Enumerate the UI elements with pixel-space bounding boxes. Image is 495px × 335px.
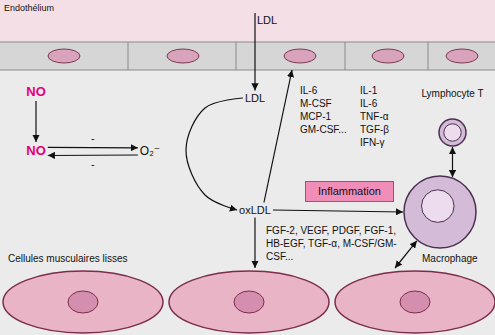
cytokine-label: M-CSF	[300, 97, 332, 110]
molecule-name: oxLDL	[239, 204, 271, 217]
nucleus	[446, 49, 478, 63]
cell-boundaries	[128, 42, 428, 70]
cell-boundary	[428, 42, 429, 70]
cell-outline	[403, 175, 477, 249]
cell-nucleus	[444, 124, 461, 141]
cytokine-label: TGF-β	[360, 123, 389, 136]
nucleus	[68, 291, 98, 313]
molecule-label: LDL	[253, 11, 257, 13]
endothelial-cell-row	[0, 42, 495, 70]
vessel-lumen	[0, 0, 495, 42]
cytokine-label: IFN-γ	[360, 136, 384, 149]
nucleus	[284, 49, 316, 63]
cell-boundary	[128, 42, 129, 70]
muscle-cell	[3, 271, 163, 333]
node-text: Cellules musculaires lisses	[8, 253, 127, 265]
molecule-label: LDL	[243, 91, 267, 106]
arrow-connector	[48, 154, 138, 156]
process-box: Inflammation	[305, 181, 394, 202]
cell-nucleus	[422, 190, 455, 223]
arrow-connector	[273, 210, 403, 212]
node-text: Endothélium	[4, 3, 54, 14]
inhibition-sign: -	[89, 133, 97, 144]
node-text: Macrophage	[422, 253, 478, 265]
molecule-name: LDL	[245, 92, 265, 105]
cytokine-label: IL-6	[300, 84, 317, 97]
molecule-name: NO	[26, 84, 46, 100]
molecule-label: oxLDL	[237, 203, 273, 218]
arrow-connector	[254, 13, 255, 91]
smooth-muscle-cells	[3, 271, 495, 333]
endothelium-band: EndothéliumLDL	[0, 0, 495, 70]
cell-boundary	[236, 42, 237, 70]
node-text: Inflammation	[318, 185, 381, 198]
nucleus	[372, 49, 404, 63]
cell-boundary	[345, 42, 346, 70]
endothelial-nuclei	[48, 49, 478, 63]
cell-body	[439, 119, 466, 146]
cell-body	[404, 176, 476, 248]
muscle-cell	[335, 271, 495, 333]
molecule-label: NO	[24, 142, 48, 160]
nucleus	[48, 49, 80, 63]
arrow-connector	[35, 101, 36, 142]
cell-outline	[438, 118, 467, 147]
arrow-connector	[254, 218, 255, 269]
cytokine-label: IL-1	[360, 84, 377, 97]
node-text: Lymphocyte T	[421, 88, 483, 100]
growth-factor-label: FGF-2, VEGF, PDGF, FGF-1, HB-EGF, TGF-α,…	[266, 224, 402, 263]
muscle-cell-row: Cellules musculaires lisses	[0, 268, 495, 335]
muscle-cell	[169, 271, 329, 333]
arrow-connector	[186, 98, 243, 210]
molecule-label: O₂⁻	[138, 143, 162, 159]
cytokine-label: TNF-α	[360, 110, 389, 123]
nucleus	[400, 291, 430, 313]
lymphocyte-cell: Lymphocyte T	[438, 118, 467, 147]
cytokine-label: MCP-1	[300, 110, 331, 123]
molecule-name: LDL	[257, 14, 277, 27]
arrow-connector	[48, 147, 138, 149]
cytokine-label: GM-CSF...	[300, 123, 347, 136]
cytokine-label: IL-6	[360, 97, 377, 110]
molecule-label: NO	[24, 83, 48, 101]
arrow-connector	[264, 70, 292, 203]
nucleus	[234, 291, 264, 313]
molecule-name: NO	[26, 143, 46, 159]
nucleus	[167, 49, 199, 63]
inhibition-sign: -	[89, 159, 97, 170]
arrow-connector	[452, 147, 453, 177]
arrow-connector	[395, 241, 417, 268]
molecule-name: O₂⁻	[140, 144, 160, 158]
macrophage-cell: Macrophage	[403, 175, 477, 249]
